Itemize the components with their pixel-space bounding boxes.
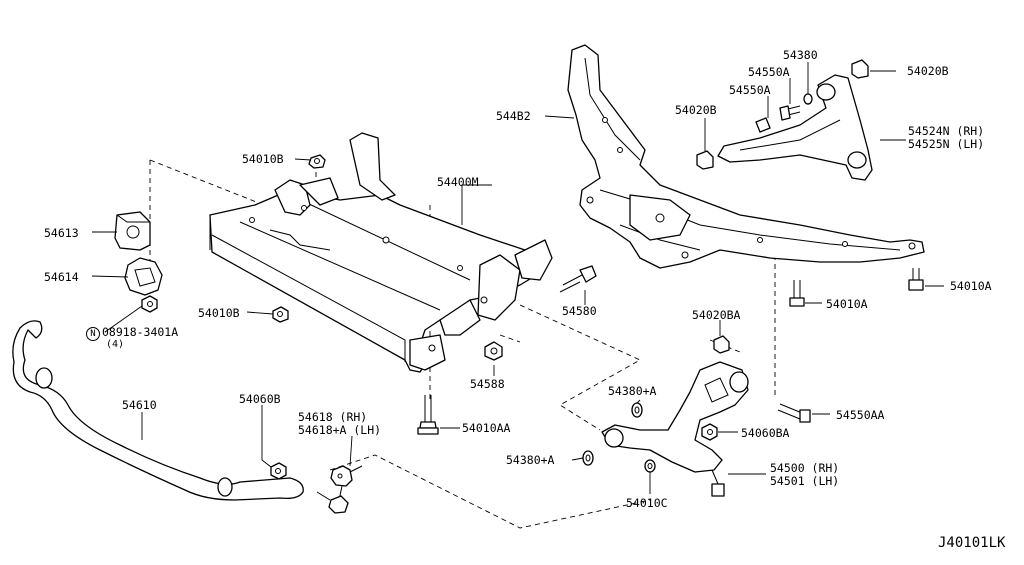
label-08918-qty: (4) (106, 339, 125, 350)
label-54020BA: 54020BA (692, 308, 741, 322)
label-54380A-up: 54380+A (608, 384, 657, 398)
label-54010B-low: 54010B (198, 306, 240, 320)
label-54020B-top: 54020B (907, 64, 949, 78)
label-54010AA: 54010AA (462, 421, 511, 435)
label-54550A-1: 54550A (748, 65, 790, 79)
label-54610: 54610 (122, 398, 157, 412)
upper-link-54524N (717, 74, 873, 181)
diagram-code: J40101LK (938, 535, 1006, 551)
nut-54588 (484, 341, 503, 361)
dust-cap-54020B-top (851, 59, 869, 79)
label-54380A-low: 54380+A (506, 453, 555, 467)
label-54618: 54618 (RH) (298, 410, 368, 424)
label-54618A: 54618+A (LH) (298, 423, 382, 437)
connecting-rod-54618 (316, 465, 363, 514)
label-08918-3401A: 08918-3401A (102, 325, 179, 339)
washer-54010C (644, 459, 656, 473)
washer-54380A-low (582, 450, 594, 466)
stabilizer-bar-54610 (12, 320, 304, 501)
lower-link-54500 (601, 361, 749, 497)
label-54010C: 54010C (626, 496, 668, 510)
nut-54060B (270, 462, 287, 480)
stabilizer-clamp-54614 (124, 257, 163, 296)
bolt-54580 (559, 265, 597, 293)
label-54501: 54501 (LH) (770, 474, 840, 488)
bolt-54010AA (417, 395, 439, 435)
dust-cap-54020B-mid (696, 150, 714, 170)
label-54400M: 54400M (437, 175, 479, 189)
label-54020B-mid: 54020B (675, 103, 717, 117)
label-54010A-mid: 54010A (826, 297, 868, 311)
rear-member-544B2 (567, 44, 925, 269)
label-54060BA: 54060BA (741, 426, 790, 440)
label-54010A-right: 54010A (950, 279, 992, 293)
nut-08918-3401A (141, 295, 158, 313)
nut-54010B-top (308, 154, 326, 169)
label-54380: 54380 (783, 48, 818, 62)
washer-54380 (803, 93, 813, 105)
circled-n-icon: N (86, 327, 100, 341)
label-54588: 54588 (470, 377, 505, 391)
label-544B2: 544B2 (496, 109, 531, 123)
bolt-54550A-2 (755, 117, 771, 133)
label-54500: 54500 (RH) (770, 461, 840, 475)
dust-cap-54020BA (713, 335, 730, 354)
bolt-54550A-1 (779, 105, 801, 121)
label-54550AA: 54550AA (836, 408, 885, 422)
label-54010B-top: 54010B (242, 152, 284, 166)
label-54580: 54580 (562, 304, 597, 318)
label-54524N: 54524N (RH) (908, 124, 985, 138)
label-08918-symbol: N (86, 325, 100, 341)
front-subframe (209, 132, 553, 373)
bolt-54010A-mid (789, 280, 805, 307)
label-54614: 54614 (44, 270, 79, 284)
leader-lines (91, 62, 944, 494)
bolt-54550AA (777, 403, 811, 423)
bolt-54010A-right (908, 268, 924, 291)
label-54060B: 54060B (239, 392, 281, 406)
label-54525N: 54525N (LH) (908, 137, 985, 151)
label-54613: 54613 (44, 226, 79, 240)
stabilizer-bushing-54613 (114, 211, 151, 251)
nut-54060BA (701, 423, 718, 441)
label-54550A-2: 54550A (729, 83, 771, 97)
nut-54010B-low (272, 306, 289, 323)
washer-54380A-up (631, 402, 643, 418)
